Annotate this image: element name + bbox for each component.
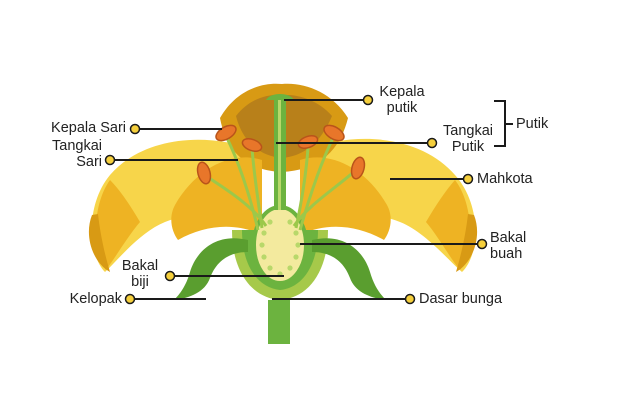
ovule — [293, 230, 299, 236]
label-kepala-putik: Kepala putik — [372, 84, 432, 116]
dot-tangkai-sari — [104, 154, 116, 166]
filament — [224, 135, 260, 231]
dot-bakal-biji — [164, 270, 176, 282]
dot-kepala-sari — [129, 123, 141, 135]
label-kelopak: Kelopak — [40, 291, 122, 307]
anther — [196, 161, 212, 185]
petal-front-right — [300, 157, 391, 240]
petal-front-left — [171, 157, 262, 240]
petal-left-fold — [95, 180, 140, 270]
filaments — [205, 135, 358, 231]
dot-kepala-putik — [362, 94, 374, 106]
ovules — [259, 219, 301, 277]
label-tangkai-sari: Tangkai Sari — [20, 138, 102, 170]
ovule — [261, 230, 267, 236]
label-bakal-biji: Bakal biji — [118, 258, 162, 290]
leader-lines — [110, 99, 513, 300]
dot-bakal-buah — [476, 238, 488, 250]
label-tangkai-putik-line2: Putik — [451, 139, 485, 155]
label-bakal-buah: Bakal buah — [490, 230, 526, 262]
label-mahkota-text: Mahkota — [477, 171, 533, 187]
sepal-right — [312, 238, 386, 300]
filament — [205, 174, 268, 227]
anther — [323, 124, 345, 142]
label-dasar-bunga-text: Dasar bunga — [419, 291, 503, 307]
label-bakal-biji-line2: biji — [131, 274, 149, 290]
anther — [241, 138, 263, 152]
ovule — [261, 254, 267, 260]
ovule — [267, 265, 273, 271]
label-kepala-sari-text: Kepala Sari — [51, 120, 126, 136]
label-dots — [104, 94, 488, 305]
label-tangkai-putik-line1: Tangkai — [443, 123, 493, 139]
dot-tangkai-putik — [426, 137, 438, 149]
label-bakal-buah-line1: Bakal — [490, 230, 527, 246]
ovule — [287, 219, 293, 225]
filament — [292, 168, 358, 227]
anther — [350, 156, 366, 180]
petal-left-curl — [88, 214, 110, 272]
label-kelopak-text: Kelopak — [69, 291, 122, 307]
filament — [298, 135, 336, 231]
label-putik-text: Putik — [516, 116, 549, 132]
petal-right-fold — [426, 180, 470, 270]
ovule — [295, 242, 301, 248]
label-putik: Putik — [516, 116, 548, 132]
sepal-left — [174, 238, 248, 300]
anthers — [196, 124, 366, 185]
label-bakal-biji-line1: Bakal — [121, 258, 159, 274]
style-highlight — [278, 100, 281, 210]
stigma — [266, 94, 294, 100]
label-kepala-putik-line2: putik — [386, 100, 418, 116]
label-dasar-bunga: Dasar bunga — [419, 291, 502, 307]
label-kepala-sari: Kepala Sari — [20, 120, 126, 136]
ovule — [259, 242, 265, 248]
label-kepala-putik-line1: Kepala — [379, 84, 425, 100]
label-mahkota: Mahkota — [477, 171, 533, 187]
label-tangkai-sari-line2: Sari — [76, 154, 102, 170]
label-tangkai-sari-line1: Tangkai — [52, 138, 102, 154]
dot-dasar-bunga — [404, 293, 416, 305]
label-bakal-buah-line2: buah — [490, 246, 523, 262]
putik-bracket — [494, 100, 513, 147]
ovule — [293, 254, 299, 260]
label-tangkai-putik: Tangkai Putik — [436, 123, 500, 155]
ovule — [287, 265, 293, 271]
dot-mahkota — [462, 173, 474, 185]
stem — [268, 300, 290, 344]
dot-kelopak — [124, 293, 136, 305]
ovule — [267, 219, 273, 225]
